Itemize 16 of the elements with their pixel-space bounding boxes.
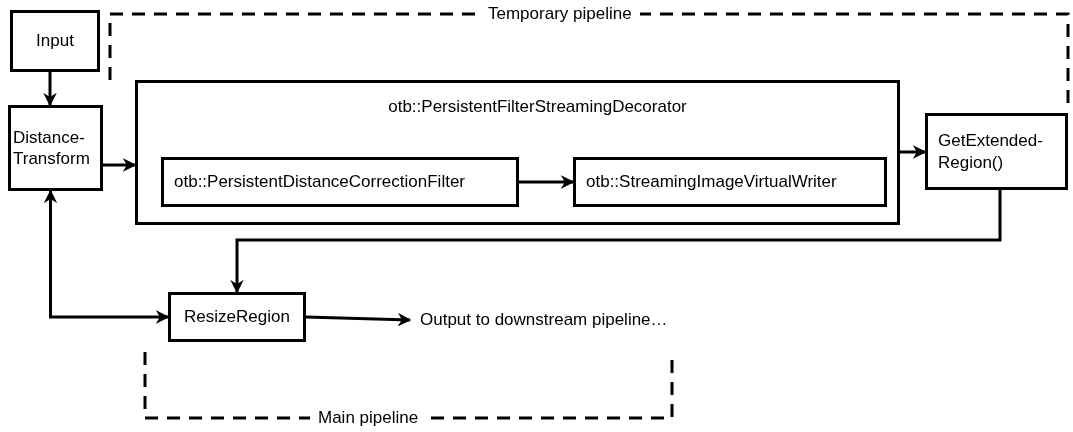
process-box: otb::PersistentDistanceCorrectionFilter (161, 157, 519, 207)
container-box (135, 80, 900, 225)
arrow (519, 175, 575, 189)
process-box: otb::StreamingImageVirtualWriter (573, 157, 887, 207)
arrow (43, 72, 57, 107)
process-box: ResizeRegion (168, 292, 306, 342)
process-box: GetExtended- Region() (925, 113, 1068, 190)
arrow (305, 312, 412, 327)
arrow (230, 190, 1002, 294)
container-title: otb::PersistentFilterStreamingDecorator (387, 97, 688, 117)
process-box: Distance- Transform (8, 105, 103, 191)
arrow (43, 189, 170, 324)
arrow (900, 145, 927, 159)
output-text: Output to downstream pipeline… (410, 305, 720, 335)
arrow (103, 158, 137, 172)
process-box: Input (10, 10, 100, 72)
